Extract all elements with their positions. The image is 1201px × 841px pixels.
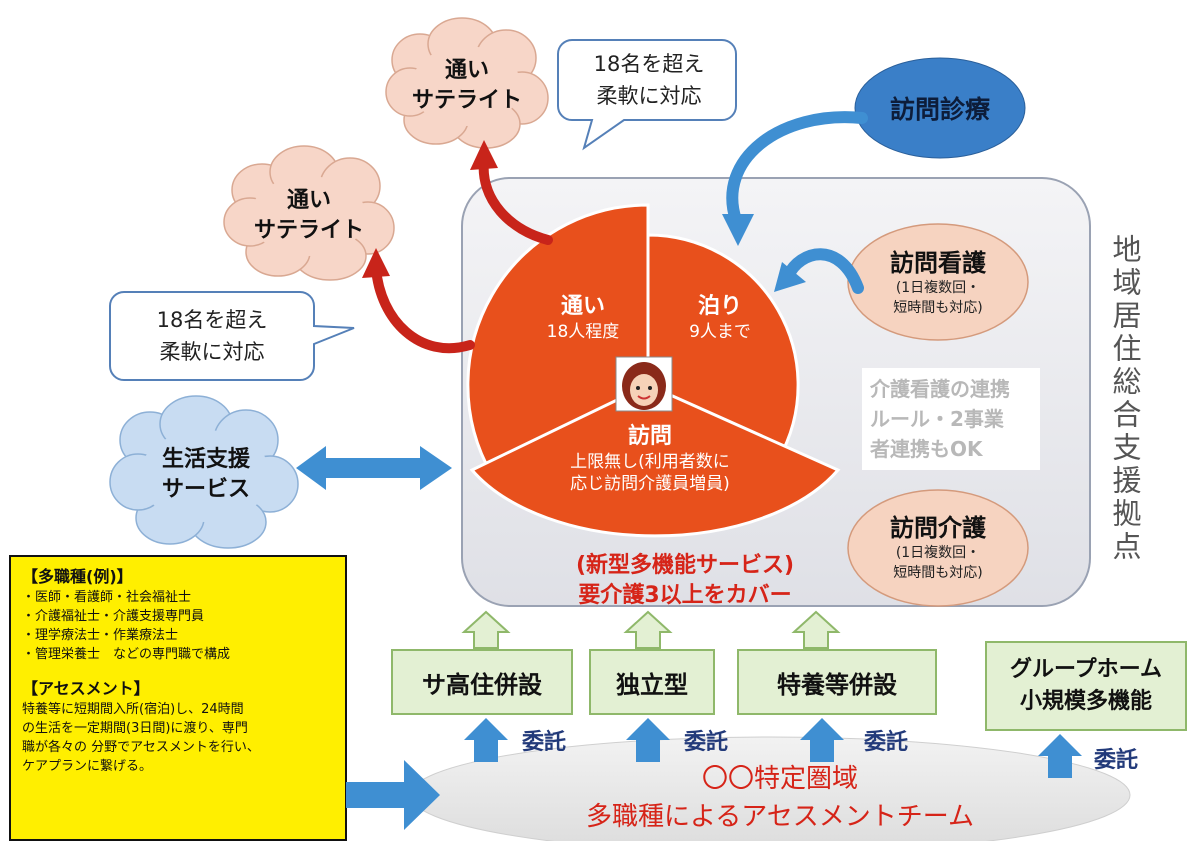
cloud-top-line2: サテライト [411,88,522,113]
team-label: 〇〇特定圏域 多職種によるアセスメントチーム [500,758,1060,838]
cloud-life-support: 生活支援 サービス [138,442,274,508]
callout-left-shape [109,291,355,381]
callout-left: 18名を超え 柔軟に対応 [112,298,312,374]
itaku-label-1: 委託 [522,730,567,755]
callout-left-line2: 柔軟に対応 [159,340,265,364]
red-arrowheads [362,140,498,278]
cloud-life-shape [109,395,299,549]
itaku-label-4: 委託 [1094,748,1139,773]
yellow-item: ・介護福祉士・介護支援専門員 [22,609,205,624]
green-boxes [391,641,1187,731]
cloud-life-line2: サービス [161,477,250,502]
yellow-heading-1: 【多職種(例)】 [22,567,133,586]
coop-line1: 介護看護の連携 [870,377,1010,401]
yellow-box: 【多職種(例)】 ・医師・看護師・社会福祉士 ・介護福祉士・介護支援専門員 ・理… [22,566,340,776]
green-up-arrows [461,610,841,649]
callout-left-line1: 18名を超え [156,308,268,332]
cooperation-note: 介護看護の連携 ルール・2事業 者連携もOK [870,374,1040,464]
team-line1: 〇〇特定圏域 [701,764,858,794]
box-sakoju: サ高住併設 [392,650,572,714]
houmon-kango-label: 訪問看護 (1日複数回・ 短時間も対応) [858,246,1018,320]
blue-curved-arrows [726,111,868,294]
coop-line3: 者連携もOK [870,437,983,461]
cloud-top-line1: 通い [444,58,489,83]
box-tokuyo: 特養等併設 [738,650,936,714]
callout-top-line1: 18名を超え [593,52,705,76]
oval-houmon-shinryo-label: 訪問診療 [860,88,1020,128]
houmon-title: 訪問 [627,424,672,449]
oval-houmon-shinryo [854,57,1026,159]
assessment-line: ケアプランに繋げる。 [22,759,153,774]
caption-line1: (新型多機能サービス) [575,553,795,578]
kaigo-sub2: 短時間も対応) [893,565,983,581]
double-arrow-life-support [296,446,452,490]
arrow-to-team [346,760,440,830]
callout-top: 18名を超え 柔軟に対応 [560,44,738,116]
box-dokuritsu-text: 独立型 [616,670,688,699]
box-dokuritsu: 独立型 [590,650,714,714]
yellow-item: ・医師・看護師・社会福祉士 [22,590,192,605]
care-worker-icon [615,356,673,412]
blue-up-arrows [464,718,1082,778]
kayoi-sub: 18人程度 [546,322,620,342]
cloud-top-shape [385,17,549,149]
cloud-left-line1: 通い [286,188,331,213]
box-grouphome-line2: 小規模多機能 [1019,689,1152,714]
kango-sub1: (1日複数回・ [895,280,981,296]
yellow-box-shape [9,555,347,841]
kango-sub2: 短時間も対応) [893,300,983,316]
oval-houmon-kaigo [847,489,1029,607]
cloud-left-line2: サテライト [253,218,364,243]
cloud-left: 通い サテライト [246,184,372,248]
vertical-label: 地域居住総合支援拠点 [1106,234,1146,614]
tomari-sub: 9人まで [689,322,751,342]
box-grouphome-line1: グループホーム [1009,657,1163,682]
itaku-label-2: 委託 [684,730,729,755]
pie-sector-houmon [469,383,841,538]
blue-curved-arrowheads [722,214,806,292]
kango-title: 訪問看護 [890,249,986,277]
pie-label-kayoi: 通い 18人程度 [528,288,638,348]
houmon-sub1: 上限無し(利用者数に [570,452,730,472]
oval-houmon-kango [847,223,1029,341]
coop-line2: ルール・2事業 [870,407,1004,431]
cloud-left-shape [223,145,395,281]
pie-label-houmon: 訪問 上限無し(利用者数に 応じ訪問介護員増員) [540,420,760,498]
red-arrows [371,155,553,354]
yellow-item: ・管理栄養士 などの専門職で構成 [22,647,231,662]
assessment-line: 職が各々の 分野でアセスメントを行い、 [22,740,260,755]
houmon-shinryo-text: 訪問診療 [889,95,990,124]
box-tokuyo-text: 特養等併設 [777,670,897,699]
kaigo-sub1: (1日複数回・ [895,545,981,561]
tomari-title: 泊り [697,294,742,319]
pie-label-tomari: 泊り 9人まで [670,288,770,348]
cooperation-note-box [862,368,1040,470]
assessment-line: の生活を一定期間(3日間)に渡り、専門 [22,721,248,736]
houmon-kaigo-label: 訪問介護 (1日複数回・ 短時間も対応) [858,510,1018,586]
callout-top-shape [557,39,737,151]
itaku-label-3: 委託 [864,730,909,755]
kayoi-title: 通い [560,294,605,319]
houmon-sub2: 応じ訪問介護員増員) [570,474,730,494]
yellow-item: ・理学療法士・作業療法士 [22,628,179,643]
yellow-heading-2: 【アセスメント】 [22,679,150,698]
box-grouphome: グループホーム 小規模多機能 [986,642,1186,730]
team-line2: 多職種によるアセスメントチーム [586,802,974,832]
service-pie [466,203,841,538]
center-caption: (新型多機能サービス) 要介護3以上をカバー [520,550,850,612]
kaigo-title: 訪問介護 [890,514,986,542]
caption-line2: 要介護3以上をカバー [578,583,792,608]
assessment-line: 特養等に短期間入所(宿泊)し、24時間 [22,702,244,717]
cloud-life-line1: 生活支援 [161,447,250,472]
callout-top-line2: 柔軟に対応 [596,84,702,108]
vertical-label-text: 地域居住総合支援拠点 [1108,234,1142,564]
box-sakoju-text: サ高住併設 [422,670,542,699]
cloud-top: 通い サテライト [405,54,529,118]
